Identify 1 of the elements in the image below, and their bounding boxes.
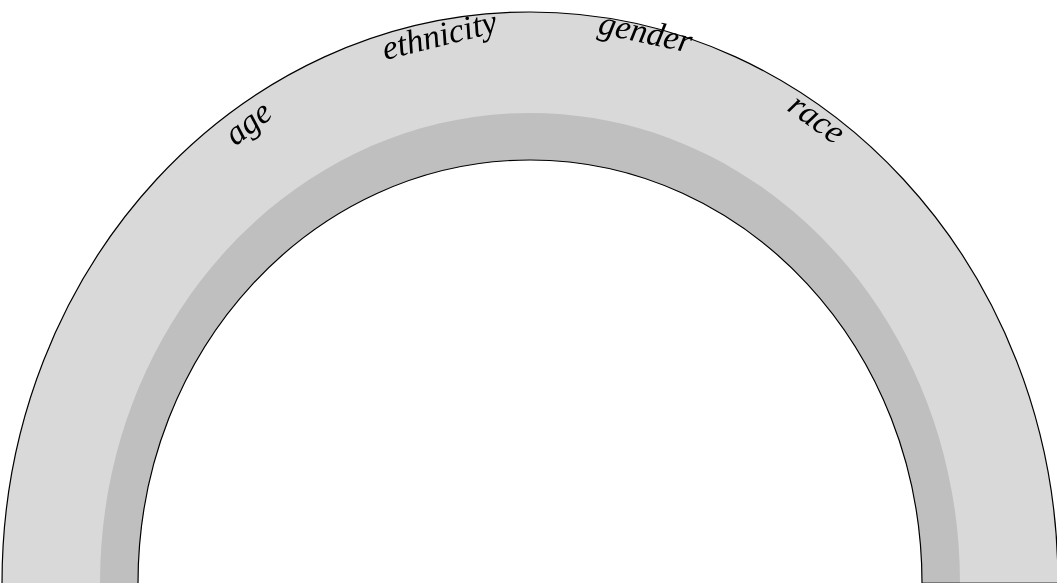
- arch-band: age ethnicity gender race: [1, 11, 1057, 583]
